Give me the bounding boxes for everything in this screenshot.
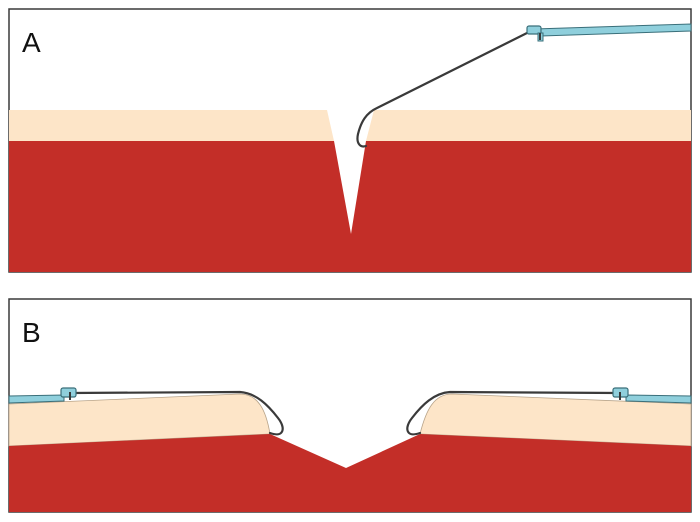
panel-b-hook-wire-left — [68, 390, 284, 436]
panel-b: B — [8, 298, 692, 513]
panel-a-retractor-icon — [526, 23, 692, 42]
panel-b-tissue — [9, 434, 691, 512]
panel-a: A — [8, 8, 692, 273]
panel-a-skin-right — [366, 110, 691, 141]
panel-a-hook-wire — [356, 29, 533, 148]
panel-a-skin-left — [9, 110, 334, 141]
panel-b-label: B — [22, 317, 41, 348]
panel-b-retractor-right-icon — [612, 387, 692, 404]
panel-b-retractor-left-icon — [8, 387, 77, 404]
panel-a-label: A — [22, 27, 41, 58]
panel-a-tissue — [9, 141, 691, 272]
panel-b-hook-wire-right — [406, 390, 622, 436]
